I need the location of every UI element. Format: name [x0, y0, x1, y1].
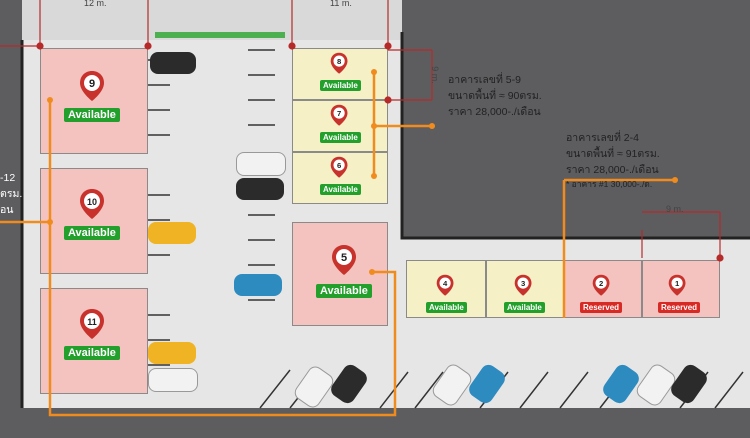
- map-pin-icon[interactable]: 9 9: [79, 70, 105, 102]
- green-marker-strip: [155, 32, 285, 38]
- info-left-line2: ตรม.: [0, 188, 23, 200]
- svg-text:3: 3: [521, 279, 525, 288]
- svg-text:7: 7: [337, 109, 341, 118]
- map-pin-icon[interactable]: 6 6: [330, 156, 348, 178]
- car-white-1: [236, 152, 286, 176]
- car-dark-2: [236, 178, 284, 200]
- svg-text:9: 9: [89, 78, 95, 90]
- map-pin-icon[interactable]: 8 8: [330, 52, 348, 74]
- info-5-9-area: ขนาดพื้นที่ ≈ 90ตรม.: [448, 90, 542, 102]
- info-2-4-price: ราคา 28,000-./เดือน: [566, 164, 659, 176]
- unit-3-status-badge: Available: [504, 302, 545, 313]
- unit-9-block[interactable]: [40, 48, 148, 154]
- unit-9-status-badge: Available: [64, 108, 120, 122]
- car-yellow-2: [148, 342, 196, 364]
- car-white-2: [148, 368, 198, 392]
- svg-text:4: 4: [443, 279, 448, 288]
- svg-text:8: 8: [337, 57, 342, 66]
- info-2-4-area: ขนาดพื้นที่ ≈ 91ตรม.: [566, 148, 660, 160]
- unit-8-status-badge: Available: [320, 80, 361, 91]
- map-pin-icon[interactable]: 3 3: [514, 274, 532, 296]
- svg-text:11: 11: [87, 317, 97, 327]
- unit-1-status-badge: Reserved: [658, 302, 701, 313]
- info-buildings-2-4: อาคารเลขที่ 2-4 ขนาดพื้นที่ ≈ 91ตรม. ราค…: [566, 130, 660, 190]
- map-pin-icon[interactable]: 2 2: [592, 274, 610, 296]
- dim-lower-width: 9 m.: [666, 204, 684, 214]
- info-left-line3: อน: [0, 204, 14, 216]
- dim-left-width: 12 m.: [84, 0, 107, 8]
- info-left-line1: -12: [0, 172, 16, 184]
- unit-7-status-badge: Available: [320, 132, 361, 143]
- info-5-9-title: อาคารเลขที่ 5-9: [448, 74, 521, 86]
- unit-6-status-badge: Available: [320, 184, 361, 195]
- unit-11-status-badge: Available: [64, 346, 120, 360]
- car-blue-1: [234, 274, 282, 296]
- unit-5-status-badge: Available: [316, 284, 372, 298]
- map-pin-icon[interactable]: 4 4: [436, 274, 454, 296]
- info-2-4-note: * อาคาร #1 30,000-./ด.: [566, 179, 653, 189]
- svg-text:10: 10: [87, 197, 97, 207]
- dim-depth: 9 m.: [429, 66, 440, 84]
- unit-4-status-badge: Available: [426, 302, 467, 313]
- svg-text:5: 5: [341, 252, 347, 264]
- map-pin-icon[interactable]: 5 5: [331, 244, 357, 276]
- map-pin-icon[interactable]: 11 11: [79, 308, 105, 340]
- unit-10-status-badge: Available: [64, 226, 120, 240]
- map-pin-icon[interactable]: 1 1: [668, 274, 686, 296]
- info-buildings-5-9: อาคารเลขที่ 5-9 ขนาดพื้นที่ ≈ 90ตรม. ราค…: [448, 72, 542, 120]
- unit-2-status-badge: Reserved: [580, 302, 623, 313]
- map-pin-icon[interactable]: 10 10: [79, 188, 105, 220]
- car-yellow-1: [148, 222, 196, 244]
- info-2-4-title: อาคารเลขที่ 2-4: [566, 132, 639, 144]
- info-left-partial: -12 ตรม. อน: [0, 170, 22, 218]
- map-pin-icon[interactable]: 7 7: [330, 104, 348, 126]
- car-dark-top: [150, 52, 196, 74]
- svg-text:6: 6: [337, 161, 341, 170]
- svg-text:2: 2: [599, 279, 603, 288]
- svg-text:1: 1: [675, 279, 680, 288]
- dim-right-width: 11 m.: [330, 0, 352, 8]
- unit-11-block[interactable]: [40, 288, 148, 394]
- info-5-9-price: ราคา 28,000-./เดือน: [448, 106, 541, 118]
